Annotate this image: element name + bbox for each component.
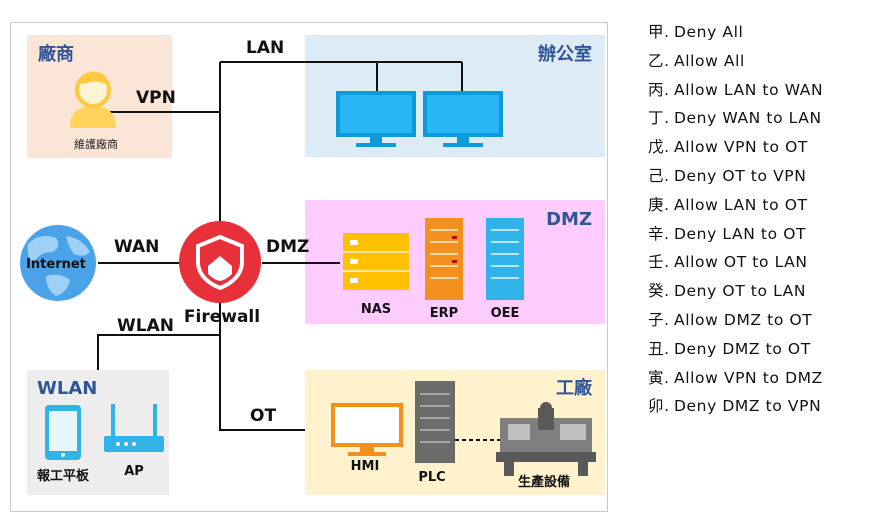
- rule-text: Allow DMZ to OT: [674, 310, 813, 329]
- nas-icon: [343, 233, 409, 290]
- rule-key: 戊.: [648, 138, 670, 157]
- rule-text: Deny OT to LAN: [674, 282, 807, 301]
- rule-key: 己.: [648, 166, 670, 185]
- rule-text: Deny DMZ to OT: [674, 339, 811, 358]
- dmz-device-label: ERP: [430, 306, 458, 321]
- rule-key: 壬.: [648, 253, 670, 272]
- monitor-icon: [336, 91, 416, 147]
- rule-key: 甲.: [648, 23, 670, 41]
- firewall-rules-list: 甲.Deny All 乙.Allow All 丙.Allow LAN to WA…: [648, 18, 823, 421]
- vendor-label: 維護廠商: [74, 137, 118, 151]
- factory-device-label: 生產設備: [518, 474, 570, 490]
- rule-item: 丙.Allow LAN to WAN: [648, 76, 823, 105]
- rule-text: Allow LAN to OT: [674, 195, 808, 214]
- zone-vendor-title: 廠商: [38, 43, 74, 65]
- rule-key: 庚.: [648, 195, 670, 214]
- link-label-wlan: WLAN: [117, 316, 174, 336]
- zone-wlan-title: WLAN: [37, 378, 97, 399]
- link-label-ot: OT: [250, 406, 276, 426]
- link-label-vpn: VPN: [136, 88, 176, 108]
- erp-server-icon: [425, 218, 463, 300]
- person-icon: [70, 71, 116, 128]
- plc-cabinet-icon: [415, 381, 455, 463]
- rule-item: 丑.Deny DMZ to OT: [648, 335, 823, 364]
- rule-text: Deny LAN to OT: [674, 224, 807, 243]
- rule-item: 辛.Deny LAN to OT: [648, 220, 823, 249]
- rule-text: Allow VPN to DMZ: [674, 368, 823, 387]
- rule-item: 寅.Allow VPN to DMZ: [648, 364, 823, 393]
- rule-item: 乙.Allow All: [648, 47, 823, 76]
- rule-key: 丑.: [648, 339, 670, 358]
- machine-icon: [496, 402, 596, 476]
- link-label-wan: WAN: [114, 237, 159, 257]
- rule-key: 卯.: [648, 397, 670, 416]
- rule-item: 壬.Allow OT to LAN: [648, 248, 823, 277]
- monitor-icon: [423, 91, 503, 147]
- access-point-icon: [104, 404, 164, 452]
- rule-item: 戊.Allow VPN to OT: [648, 133, 823, 162]
- factory-device-label: HMI: [351, 459, 380, 474]
- rule-item: 癸.Deny OT to LAN: [648, 277, 823, 306]
- globe-icon: [20, 225, 96, 301]
- rule-key: 寅.: [648, 368, 670, 387]
- rule-key: 子.: [648, 310, 670, 329]
- rule-text: Deny WAN to LAN: [674, 109, 822, 128]
- backbone-line: [219, 62, 305, 431]
- wlan-device-label: AP: [124, 464, 144, 479]
- link-label-dmz: DMZ: [266, 237, 309, 257]
- rule-text: Deny DMZ to VPN: [674, 397, 822, 416]
- rule-text: Deny OT to VPN: [674, 166, 807, 185]
- rule-key: 丙.: [648, 80, 670, 99]
- rule-item: 己.Deny OT to VPN: [648, 162, 823, 191]
- rule-text: Allow OT to LAN: [674, 253, 808, 272]
- rule-key: 乙.: [648, 51, 670, 70]
- connection-lines: [97, 61, 463, 431]
- firewall-label: Firewall: [184, 307, 260, 327]
- zone-factory-title: 工廠: [556, 377, 593, 399]
- oee-server-icon: [486, 218, 524, 300]
- rule-text: Allow VPN to OT: [674, 138, 808, 157]
- rule-item: 丁.Deny WAN to LAN: [648, 104, 823, 133]
- rule-text: Deny All: [674, 23, 744, 41]
- rule-text: Allow All: [674, 51, 745, 70]
- internet-label: Internet: [26, 257, 86, 272]
- rule-key: 丁.: [648, 109, 670, 128]
- rule-text: Allow LAN to WAN: [674, 80, 824, 99]
- dmz-device-label: OEE: [491, 306, 520, 321]
- rule-item: 庚.Allow LAN to OT: [648, 191, 823, 220]
- wlan-line: [97, 334, 220, 370]
- tablet-icon: [45, 405, 81, 460]
- rule-item: 子.Allow DMZ to OT: [648, 306, 823, 335]
- rule-key: 癸.: [648, 282, 670, 301]
- rule-item: 卯.Deny DMZ to VPN: [648, 392, 823, 421]
- link-label-lan: LAN: [246, 38, 284, 58]
- hmi-monitor-icon: [331, 403, 403, 456]
- dmz-device-label: NAS: [361, 302, 391, 317]
- wlan-device-label: 報工平板: [37, 468, 90, 484]
- zone-office-title: 辦公室: [538, 43, 592, 65]
- zone-dmz-title: DMZ: [546, 209, 592, 230]
- rule-item: 甲.Deny All: [648, 18, 823, 47]
- rule-key: 辛.: [648, 224, 670, 243]
- firewall-shield-icon: [179, 221, 261, 303]
- factory-device-label: PLC: [418, 470, 445, 485]
